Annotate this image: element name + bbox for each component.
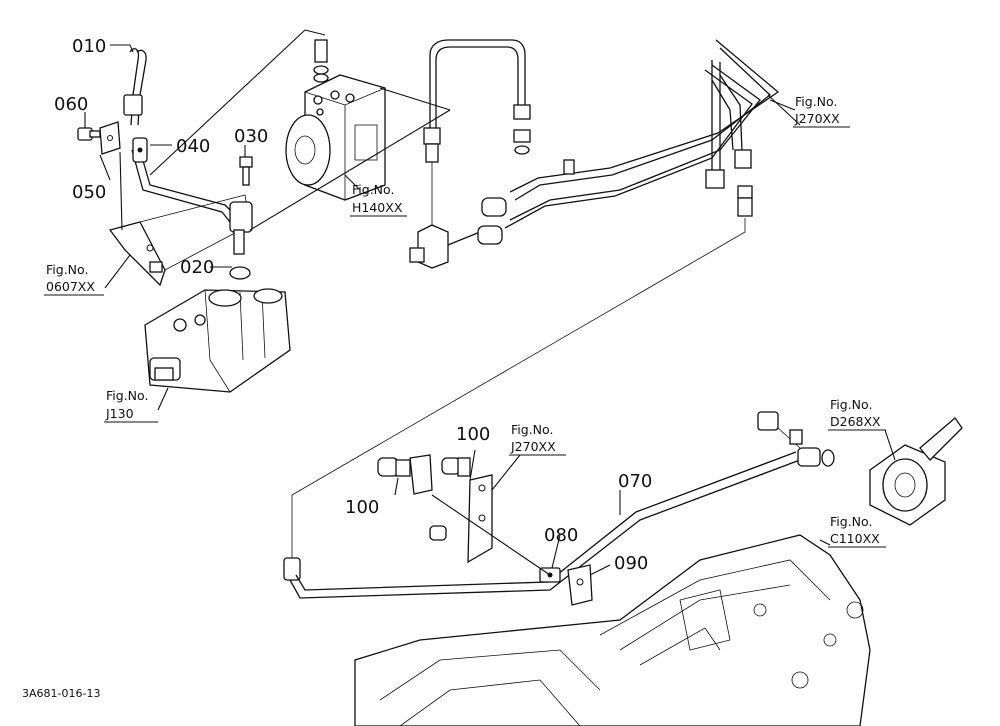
callout-040: 040 <box>176 136 210 157</box>
callout-080: 080 <box>544 525 578 546</box>
pipe-070 <box>283 411 835 599</box>
bolt-060 <box>77 127 101 141</box>
fitting-100-right <box>429 457 471 541</box>
bracket-j270 <box>409 454 493 564</box>
figref-c110: Fig.No. C110XX <box>828 514 886 548</box>
callout-030: 030 <box>234 126 268 147</box>
callout-070: 070 <box>618 471 652 492</box>
figref-code: C110XX <box>830 531 880 546</box>
callout-010: 010 <box>72 36 106 57</box>
figref-j270-mid: Fig.No. J270XX <box>509 422 566 456</box>
figref-label: Fig.No. <box>830 397 872 412</box>
figref-d268: Fig.No. D268XX <box>828 397 886 431</box>
callout-050: 050 <box>72 182 106 203</box>
figref-0607: Fig.No. 0607XX <box>44 262 104 296</box>
callout-090: 090 <box>614 553 648 574</box>
figref-code: J130 <box>105 406 134 421</box>
figref-h140: Fig.No. H140XX <box>350 182 407 217</box>
clamp-040 <box>132 137 148 163</box>
figref-code: 0607XX <box>46 279 95 294</box>
pipe-long <box>291 218 746 558</box>
valve-d268 <box>869 417 963 526</box>
figref-j270-top: Fig.No. J270XX <box>793 94 850 128</box>
figref-code: J270XX <box>510 439 556 454</box>
drawing-id: 3A681-016-13 <box>22 687 100 700</box>
fitting-100-left <box>377 457 411 477</box>
clamp-050 <box>99 121 121 155</box>
leader-lines <box>84 29 896 576</box>
pipes-upper <box>409 39 780 269</box>
figref-label: Fig.No. <box>106 388 148 403</box>
fitting-030 <box>239 156 253 186</box>
figref-code: H140XX <box>352 200 403 215</box>
callout-100-left: 100 <box>345 497 379 518</box>
figref-label: Fig.No. <box>511 422 553 437</box>
figref-label: Fig.No. <box>352 182 394 197</box>
steering-unit <box>285 39 386 201</box>
figref-code: D268XX <box>830 414 881 429</box>
union-block <box>229 201 253 255</box>
figref-j130: Fig.No. J130 <box>104 388 158 423</box>
transmission-case <box>354 534 871 726</box>
figref-code: J270XX <box>794 111 840 126</box>
figref-label: Fig.No. <box>46 262 88 277</box>
figref-label: Fig.No. <box>830 514 872 529</box>
callout-100-right: 100 <box>456 424 490 445</box>
callout-020: 020 <box>180 257 214 278</box>
figref-label: Fig.No. <box>795 94 837 109</box>
bracket-090 <box>567 564 593 606</box>
o-ring-020 <box>229 266 251 280</box>
callout-060: 060 <box>54 94 88 115</box>
hydraulic-pump <box>144 288 291 393</box>
